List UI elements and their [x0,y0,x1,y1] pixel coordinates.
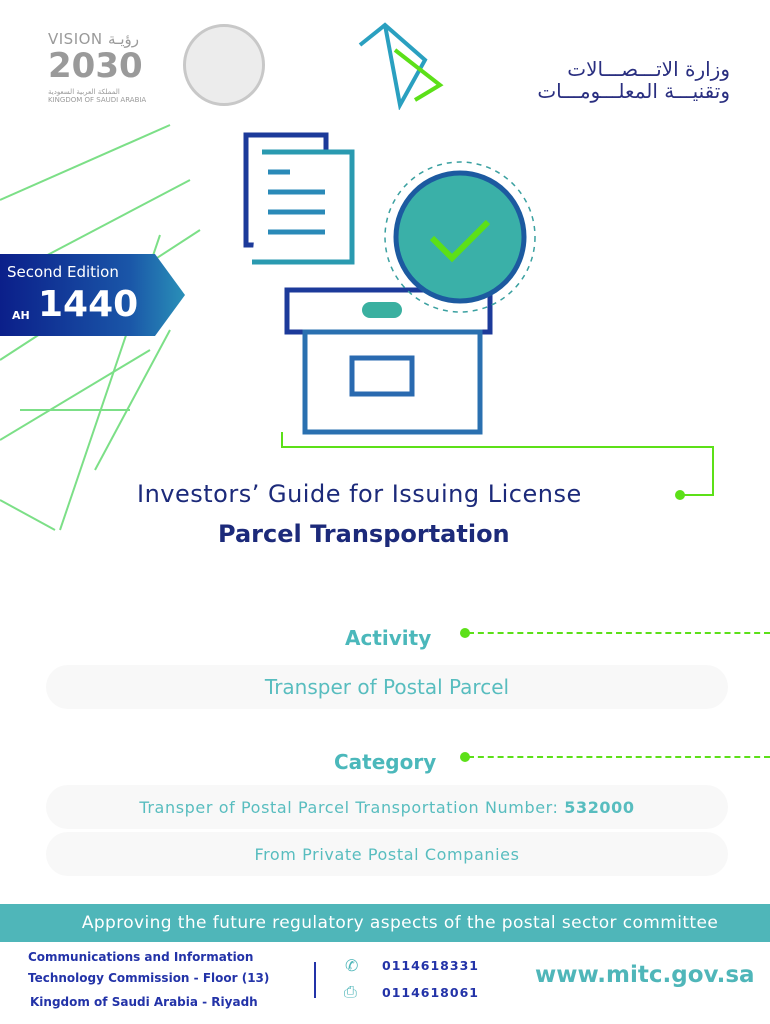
activity-divider [468,632,770,634]
saudi-post-seal-logo [183,24,265,106]
category-label: Category [334,750,437,774]
address-line2: Technology Commission - Floor (13) [28,971,270,985]
vision-country-en: KINGDOM OF SAUDI ARABIA [48,96,147,104]
vision-country-ar: المملكة العربية السعودية [48,88,120,96]
document-box-illustration [243,132,714,500]
address-line1: Communications and Information [28,950,254,964]
activity-label: Activity [345,626,432,650]
activity-value: Transper of Postal Parcel [46,665,728,709]
edition-badge: Second Edition AH 1440 [0,254,185,336]
address-line3: Kingdom of Saudi Arabia - Riyadh [30,995,258,1009]
fax-number: 0114618061 [382,985,479,1000]
era-label: AH [12,309,30,322]
guide-subtitle: Parcel Transportation [218,520,510,548]
ministry-emblem-logo [358,22,444,110]
vision-2030-logo: VISION رؤيـة 2030 المملكة العربية السعود… [48,30,168,110]
category-divider [468,756,770,758]
ministry-line1: وزارة الاتـــصـــالات [567,57,730,81]
fax-icon: ⎙ [344,982,357,1001]
vision-text: VISION رؤيـة [48,30,140,48]
edition-year: 1440 [38,284,139,325]
guide-title: Investors’ Guide for Issuing License [137,480,582,508]
edition-label: Second Edition [7,263,119,281]
category-value: Transper of Postal Parcel Transportation… [46,785,728,829]
phone-icon: ✆ [345,956,359,975]
category-dot [460,752,470,762]
footer-divider [314,962,316,998]
committee-band: Approving the future regulatory aspects … [0,904,770,942]
category-text: Transper of Postal Parcel Transportation… [139,797,565,817]
activity-dot [460,628,470,638]
phone-number[interactable]: 0114618331 [382,958,479,973]
website-link[interactable]: www.mitc.gov.sa [535,962,755,988]
ministry-name: وزارة الاتـــصـــالات وتقنيـــة المعلـــ… [470,58,730,102]
vision-year: 2030 [48,46,143,86]
category-number: 532000 [564,797,635,817]
category-source: From Private Postal Companies [46,832,728,876]
ministry-line2: وتقنيـــة المعلـــومـــات [537,79,730,103]
